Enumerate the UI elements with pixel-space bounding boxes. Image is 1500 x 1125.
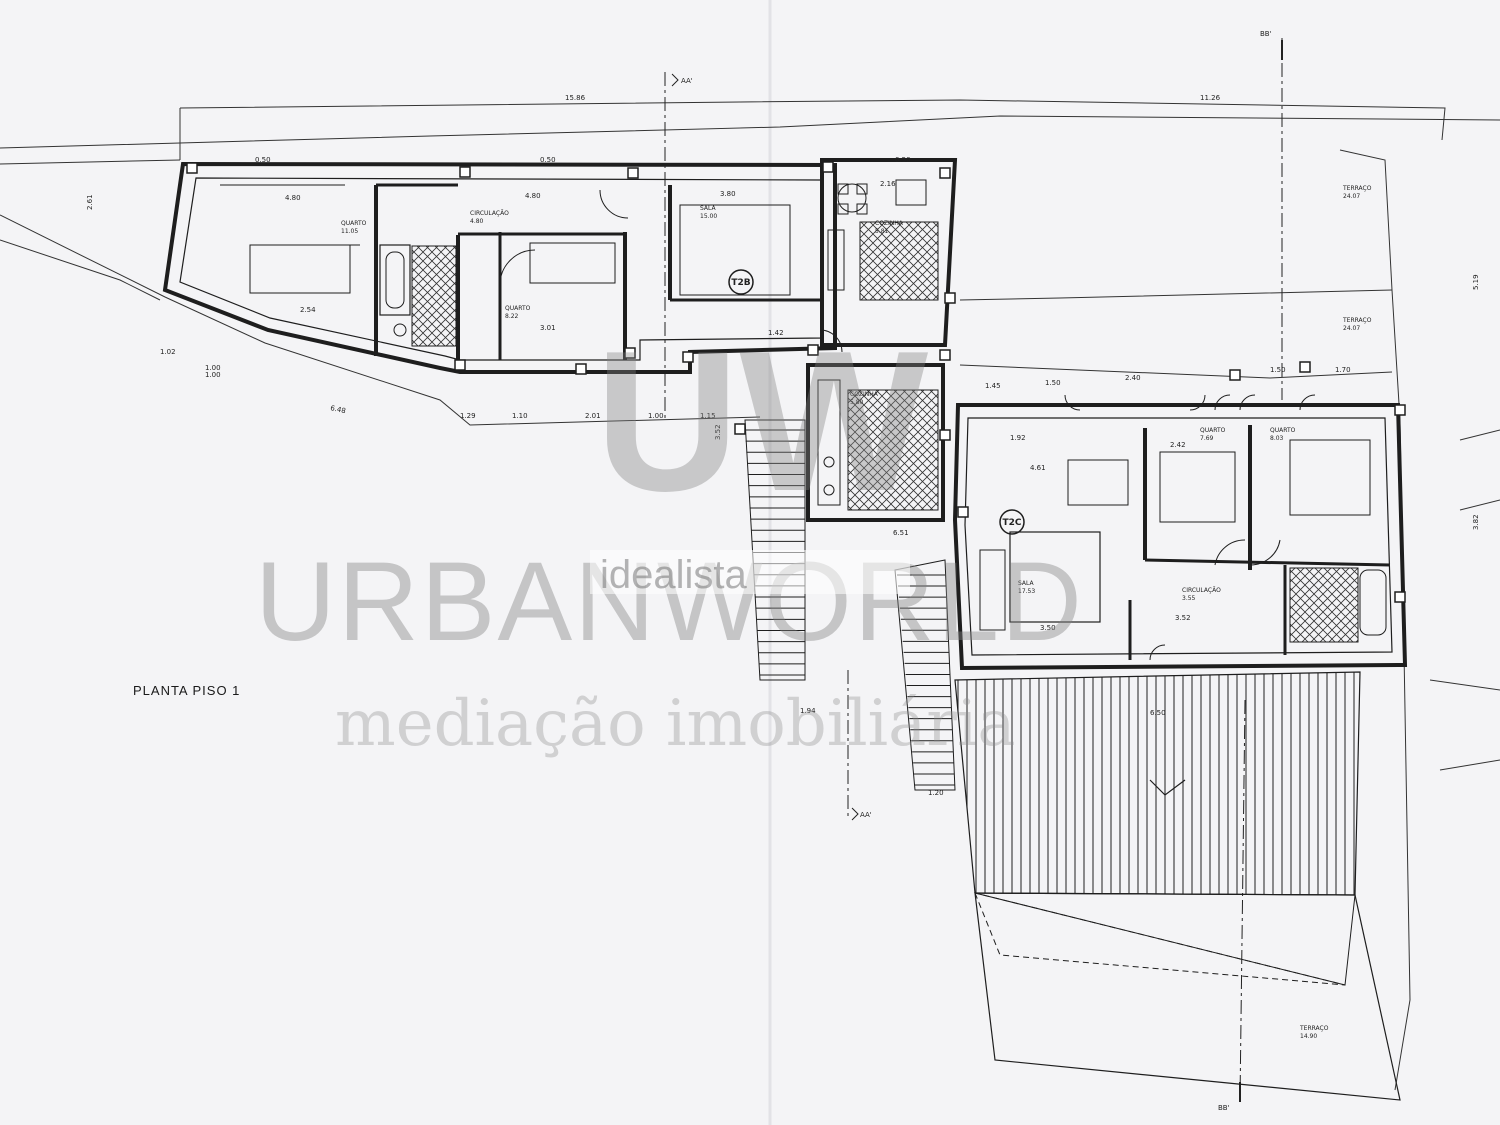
svg-text:0.50: 0.50: [895, 156, 911, 164]
svg-text:0.50: 0.50: [540, 156, 556, 164]
svg-text:SALA: SALA: [700, 205, 717, 212]
svg-text:2.54: 2.54: [300, 306, 316, 314]
svg-text:3.55: 3.55: [1182, 595, 1196, 602]
svg-text:3.52: 3.52: [1175, 614, 1191, 622]
svg-text:11.05: 11.05: [341, 228, 358, 235]
svg-text:1.20: 1.20: [928, 789, 944, 797]
svg-text:3.50: 3.50: [1040, 624, 1056, 632]
svg-text:6.51: 6.51: [893, 529, 909, 537]
svg-text:1.70: 1.70: [1335, 366, 1351, 374]
kitchen-middle: [806, 363, 945, 522]
watermark-portal: idealista: [600, 553, 748, 597]
svg-text:2.40: 2.40: [1125, 374, 1141, 382]
plan-title: PLANTA PISO 1: [133, 683, 240, 698]
svg-text:1.00: 1.00: [205, 371, 221, 379]
room-labels-left: QUARTO 11.05 CIRCULAÇÃO 4.80 SALA 15.00 …: [341, 205, 904, 320]
svg-text:2.16: 2.16: [880, 180, 896, 188]
section-mark-aa-top: AA': [681, 77, 693, 85]
svg-text:24.07: 24.07: [1343, 325, 1360, 332]
svg-text:2.01: 2.01: [585, 412, 601, 420]
svg-text:QUARTO: QUARTO: [505, 305, 531, 312]
dim-right-side-b: 3.82: [1472, 514, 1480, 530]
svg-text:3.52: 3.52: [714, 424, 722, 440]
terrace-deck: [954, 671, 1401, 1101]
kitchen-top: [820, 158, 958, 347]
svg-text:1.02: 1.02: [160, 348, 176, 356]
watermark: UW URBANWORLD mediação imobiliária ideal…: [255, 310, 1082, 761]
unit-tag-right: T2C: [999, 509, 1025, 535]
svg-text:1.00: 1.00: [648, 412, 664, 420]
svg-text:1.15: 1.15: [700, 412, 716, 420]
svg-text:SALA: SALA: [1018, 580, 1035, 587]
svg-text:QUARTO: QUARTO: [341, 220, 367, 227]
left-bathroom: [379, 244, 457, 347]
section-line-aa: [664, 72, 859, 821]
svg-text:1.45: 1.45: [985, 382, 1001, 390]
site-lines: [0, 99, 1500, 1091]
section-mark-bb-bottom: BB': [1218, 1104, 1230, 1112]
svg-text:4.80: 4.80: [525, 192, 541, 200]
section-mark-bb-top: BB': [1260, 30, 1272, 38]
dim-right-row: 1.45 1.50 2.40 1.50 1.70: [985, 366, 1351, 390]
svg-text:T2C: T2C: [1002, 518, 1021, 528]
dim-right-side-a: 5.19: [1472, 274, 1480, 290]
dim-bottom-left: 6.48: [330, 404, 347, 415]
svg-text:3.80: 3.80: [720, 190, 736, 198]
svg-text:1.42: 1.42: [768, 329, 784, 337]
svg-text:4.61: 4.61: [1030, 464, 1046, 472]
dim-top-left: 15.86: [565, 94, 586, 102]
svg-text:TERRAÇO: TERRAÇO: [1342, 317, 1372, 324]
svg-text:1.94: 1.94: [800, 707, 816, 715]
svg-text:2.42: 2.42: [1170, 441, 1186, 449]
svg-text:TERRAÇO: TERRAÇO: [1299, 1025, 1329, 1032]
svg-text:QUARTO: QUARTO: [1270, 427, 1296, 434]
dim-top-row: 0.50 0.50 0.50 4.80 4.80 3.80 2.16: [255, 156, 911, 202]
watermark-tagline: mediação imobiliária: [335, 687, 1015, 761]
stair-left: [744, 419, 806, 681]
svg-text:6.50: 6.50: [1150, 709, 1166, 717]
svg-text:1.29: 1.29: [460, 412, 476, 420]
svg-text:1.92: 1.92: [1010, 434, 1026, 442]
dim-left-side: 2.61: [86, 194, 94, 210]
section-mark-aa-bottom: AA': [860, 811, 872, 819]
svg-text:1.00: 1.00: [205, 364, 221, 372]
svg-text:4.80: 4.80: [470, 218, 484, 225]
svg-text:CIRCULAÇÃO: CIRCULAÇÃO: [1182, 587, 1221, 594]
svg-text:0.50: 0.50: [255, 156, 271, 164]
svg-text:8.03: 8.03: [1270, 435, 1284, 442]
svg-text:15.00: 15.00: [700, 213, 717, 220]
svg-text:COZINHA: COZINHA: [875, 220, 904, 227]
room-labels-right: COZINHA 5.80 SALA 17.53 QUARTO 7.69 QUAR…: [850, 185, 1372, 1040]
svg-text:5.81: 5.81: [875, 228, 889, 235]
svg-text:QUARTO: QUARTO: [1200, 427, 1226, 434]
section-line-bb: [1239, 38, 1283, 1102]
svg-text:4.80: 4.80: [285, 194, 301, 202]
svg-text:8.22: 8.22: [505, 313, 519, 320]
structural-columns: [186, 161, 1406, 603]
svg-text:24.07: 24.07: [1343, 193, 1360, 200]
door-swings: [499, 189, 1316, 661]
svg-text:3.01: 3.01: [540, 324, 556, 332]
left-unit-walls: [162, 161, 837, 374]
svg-text:14.90: 14.90: [1300, 1033, 1317, 1040]
dim-bottom-row: 1.29 1.10 2.01 1.00 1.15 1.42 1.00 1.92: [205, 329, 1026, 442]
svg-text:CIRCULAÇÃO: CIRCULAÇÃO: [470, 210, 509, 217]
dim-top-right: 11.26: [1200, 94, 1221, 102]
svg-text:7.69: 7.69: [1200, 435, 1214, 442]
svg-text:5.80: 5.80: [850, 399, 864, 406]
svg-text:1.10: 1.10: [512, 412, 528, 420]
svg-text:17.53: 17.53: [1018, 588, 1035, 595]
svg-text:1.50: 1.50: [1045, 379, 1061, 387]
svg-text:TERRAÇO: TERRAÇO: [1342, 185, 1372, 192]
svg-text:1.50: 1.50: [1270, 366, 1286, 374]
unit-tag-left: T2B: [728, 269, 754, 295]
svg-text:COZINHA: COZINHA: [850, 391, 879, 398]
dim-misc: 3.52 2.54 3.01 6.51 4.61 2.42 3.50 3.52 …: [160, 306, 1191, 797]
svg-text:T2B: T2B: [731, 278, 750, 288]
watermark-logo: UW: [595, 310, 928, 533]
